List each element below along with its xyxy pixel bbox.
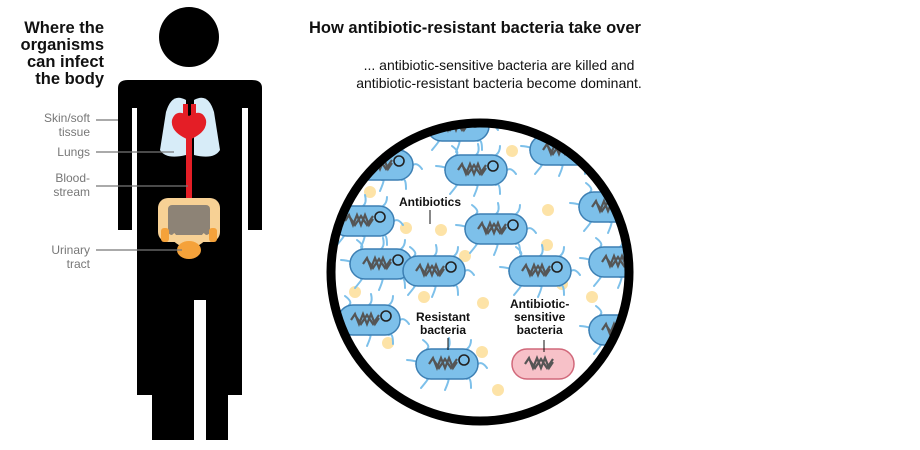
antibiotic-dot (418, 291, 430, 303)
torso (118, 80, 262, 440)
antibiotic-dot (542, 204, 554, 216)
antibiotic-dot (492, 384, 504, 396)
antibiotic-dot (506, 145, 518, 157)
antibiotic-dot (382, 337, 394, 349)
label-urinary-tract: Urinary tract (51, 243, 90, 271)
label-antibiotics: Antibiotics (397, 195, 463, 209)
antibiotic-dot (476, 346, 488, 358)
resistant-bacterium (393, 244, 475, 298)
label-skin-soft-tissue: Skin/soft tissue (43, 111, 90, 139)
label-lungs: Lungs (57, 145, 90, 159)
process-subtitle: ... antibiotic-sensitive bacteria are ki… (356, 57, 642, 91)
resistant-bacterium (579, 235, 625, 289)
antibiotic-dot (459, 250, 471, 262)
microscope-view-ring (326, 118, 634, 426)
bladder (161, 228, 217, 259)
intestines (158, 198, 220, 248)
antibiotic-dot (364, 186, 376, 198)
resistant-bacterium (499, 244, 581, 298)
process-title: How antibiotic-resistant bacteria take o… (309, 19, 641, 37)
resistant-bacterium (435, 143, 517, 197)
antibiotic-dot (435, 224, 447, 236)
antibiotic-dot (541, 239, 553, 251)
label-resistant-bacteria: Resistant bacteria (414, 310, 473, 337)
human-silhouette (118, 7, 262, 440)
sensitive-bacterium (511, 348, 575, 380)
blood-vessel (186, 135, 192, 205)
heart (171, 104, 207, 140)
antibiotic-dot (586, 291, 598, 303)
antibiotic-dot (349, 286, 361, 298)
body-diagram-title: Where the organisms can infect the body (20, 19, 104, 88)
bacteria-field (335, 127, 625, 417)
resistant-bacterium (406, 337, 488, 391)
antibiotic-dot (477, 297, 489, 309)
label-sensitive-bacteria: Antibiotic- sensitive bacteria (508, 297, 572, 337)
label-bloodstream: Blood- stream (53, 171, 90, 199)
resistant-bacterium (455, 202, 537, 256)
